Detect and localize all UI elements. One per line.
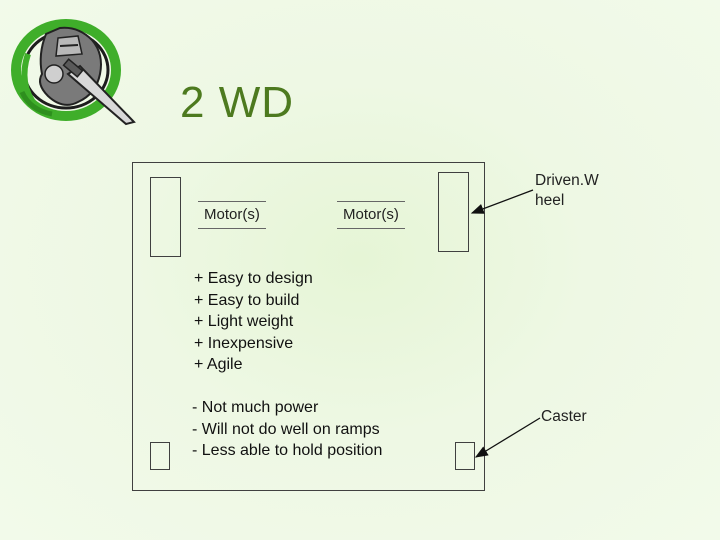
right-driven-wheel (438, 172, 469, 252)
driven-wheel-label-line1: Driven.W (535, 172, 599, 189)
pros-item: + Easy to design (194, 270, 313, 287)
driven-wheel-label-line2: heel (535, 192, 565, 209)
pros-item: + Easy to build (194, 291, 300, 309)
cons-item: - Not much power (192, 399, 319, 416)
pros-item: + Light weight (194, 313, 294, 330)
driven-wheel-callout: Driven.W heel (535, 171, 599, 211)
left-driven-wheel (150, 177, 181, 257)
caster-arrow (474, 417, 541, 458)
cons-item: - Will not do well on ramps (192, 420, 380, 438)
left-motor-label: Motor(s) (198, 201, 266, 229)
slide-title: 2 WD (180, 78, 294, 127)
left-caster (150, 442, 170, 470)
robot-chassis-outline (132, 162, 485, 491)
caster-callout: Caster (541, 408, 587, 425)
cons-item: - Less able to hold position (192, 442, 383, 459)
pros-list: + Easy to design + Easy to build + Light… (194, 268, 313, 376)
pros-item: + Agile (194, 356, 243, 373)
right-caster (455, 442, 475, 470)
pros-item: + Inexpensive (194, 334, 294, 352)
cons-list: - Not much power - Will not do well on r… (192, 397, 382, 462)
knight-logo-icon (11, 19, 136, 126)
right-motor-label: Motor(s) (337, 201, 405, 229)
